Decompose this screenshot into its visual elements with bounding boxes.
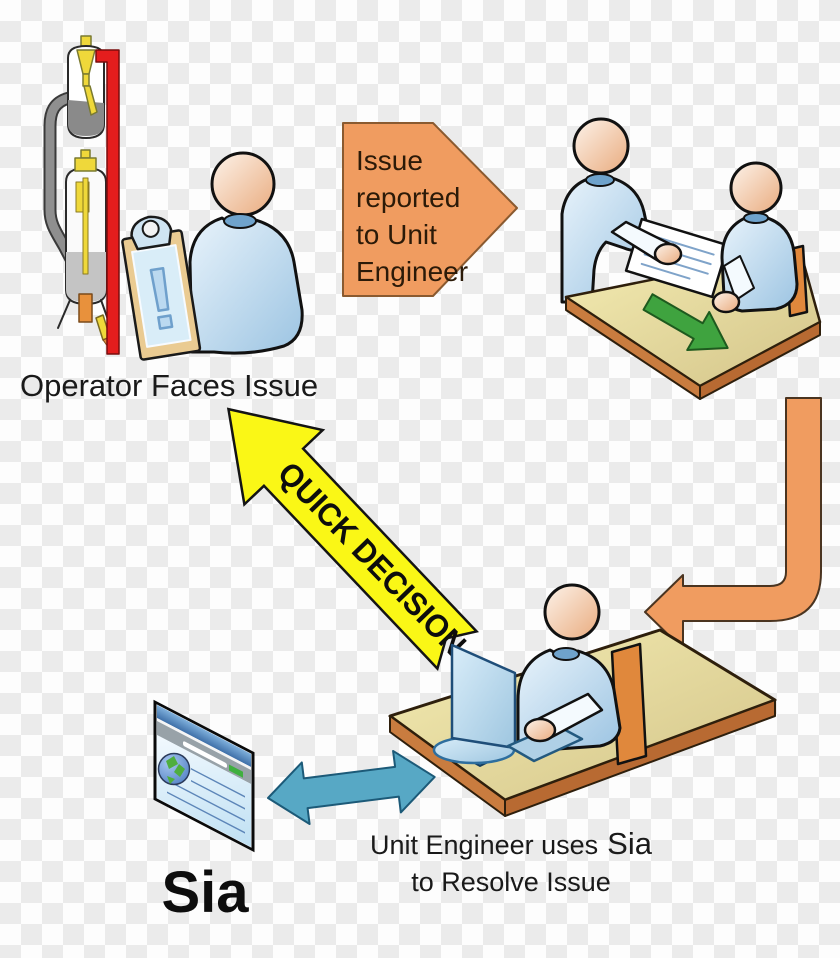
sia-app-label: Sia: [161, 860, 249, 925]
sia-app-window-icon: [153, 699, 255, 853]
seated-engineer-sleeve: [723, 255, 755, 301]
meeting-desk-edge-right: [699, 321, 821, 400]
globe-land: [166, 756, 178, 769]
report-arrow-line1: Issue: [356, 145, 423, 176]
report-arrow-line3: to Unit: [356, 219, 437, 250]
unit-engineer-head: [543, 583, 601, 641]
engineers-meeting-icon: [560, 117, 822, 400]
monitor-icon: [450, 643, 517, 750]
industrial-unit-icon: [43, 35, 120, 355]
seated-engineer-collar: [743, 212, 769, 224]
document-line: [640, 262, 691, 280]
globe-land: [167, 776, 175, 784]
go-button: [229, 764, 243, 778]
clipboard-clip-hole: [141, 219, 160, 238]
injector-knob: [80, 149, 91, 159]
injector-rod: [82, 177, 89, 275]
vessel-leg-left: [57, 299, 71, 329]
cyclone-spout: [83, 85, 98, 116]
caption-sia: Sia: [607, 826, 653, 861]
issue-clipboard-icon: !: [121, 215, 202, 361]
seated-engineer-head: [729, 161, 783, 215]
unit-engineer-hand: [523, 717, 557, 743]
unit-engineer-collar: [552, 647, 580, 661]
quick-decision-arrow-icon: QUICK DECISION: [226, 407, 480, 672]
pipe-icon: [45, 93, 78, 268]
report-arrow-line2: reported: [356, 182, 460, 213]
operator-label: Operator Faces Issue: [20, 368, 318, 403]
workstation-caption-line1: Unit Engineer uses Sia: [370, 826, 653, 861]
exchange-arrow-icon: [267, 749, 436, 825]
red-standpipe-icon: [95, 49, 120, 355]
green-arrow-shape: [642, 293, 729, 352]
content-line: [191, 767, 245, 798]
content-line: [191, 779, 245, 810]
exchange-arrow-shape: [267, 749, 436, 825]
operator-head: [210, 151, 276, 217]
vessel-support: [78, 293, 93, 323]
address-bar: [183, 741, 227, 768]
green-handoff-arrow-icon: [642, 293, 729, 352]
quick-decision-arrow-shape: [226, 407, 480, 672]
clipboard-paper: [131, 244, 192, 348]
content-line: [167, 791, 245, 834]
operator-collar: [223, 213, 257, 229]
flow-down-arrow-icon: [644, 397, 822, 650]
cyclone-inlet: [80, 35, 92, 47]
standing-engineer-head: [572, 117, 630, 175]
report-arrow-icon: Issue reported to Unit Engineer: [342, 122, 518, 297]
standing-engineer-hand: [653, 242, 683, 266]
caption-prefix: Unit Engineer uses: [370, 830, 598, 860]
sia-window-strip: [157, 718, 251, 770]
workstation-caption-line2: to Resolve Issue: [411, 867, 611, 897]
report-arrow-shape: [342, 122, 518, 297]
cyclone-stem: [82, 73, 90, 87]
sia-window-titlebar: [157, 705, 251, 767]
quick-decision-label: QUICK DECISION: [271, 455, 473, 663]
seated-engineer-hand: [711, 290, 741, 314]
engineer-workstation-icon: [388, 583, 777, 817]
content-line: [167, 779, 245, 822]
bottom-vessel-charge: [66, 252, 106, 302]
standing-engineer-collar: [585, 173, 615, 187]
operator-person-icon: [188, 151, 304, 355]
top-vessel-charge: [68, 100, 104, 136]
operator-body: [188, 216, 304, 355]
report-arrow-line4: Engineer: [356, 256, 468, 287]
injector-cap: [74, 157, 97, 172]
globe-land: [174, 764, 185, 777]
